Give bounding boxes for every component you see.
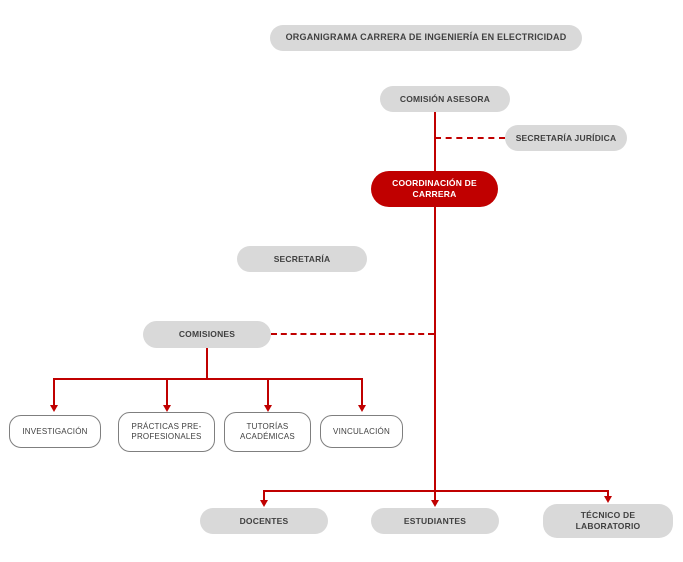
- node-comision-asesora: COMISIÓN ASESORA: [380, 86, 510, 112]
- connector-comisiones-stem: [206, 348, 208, 379]
- node-secretaria: SECRETARÍA: [237, 246, 367, 272]
- connector-drop-investigacion: [53, 378, 55, 405]
- connector-bottom-distribution: [263, 490, 608, 492]
- node-practicas-preprofesionales: PRÁCTICAS PRE-PROFESIONALES: [118, 412, 215, 452]
- connector-drop-docentes: [263, 490, 265, 500]
- node-secretaria-juridica: SECRETARÍA JURÍDICA: [505, 125, 627, 151]
- node-coordinacion-carrera: COORDINACIÓN DE CARRERA: [371, 171, 498, 207]
- node-tutorias-academicas: TUTORÍAS ACADÉMICAS: [224, 412, 311, 452]
- diagram-title: ORGANIGRAMA CARRERA DE INGENIERÍA EN ELE…: [270, 25, 582, 51]
- node-tecnico-laboratorio: TÉCNICO DE LABORATORIO: [543, 504, 673, 538]
- connector-comisiones-distribution: [53, 378, 361, 380]
- connector-drop-estudiantes: [434, 490, 436, 500]
- connector-main-vertical: [434, 112, 436, 490]
- node-vinculacion: VINCULACIÓN: [320, 415, 403, 448]
- connector-arrow-vinculacion: [358, 405, 366, 412]
- connector-arrow-docentes: [260, 500, 268, 507]
- connector-dashed-comisiones: [271, 333, 434, 335]
- connector-drop-tutorias: [267, 378, 269, 405]
- node-investigacion: INVESTIGACIÓN: [9, 415, 101, 448]
- connector-arrow-tutorias: [264, 405, 272, 412]
- connector-drop-practicas: [166, 378, 168, 405]
- connector-drop-tecnico: [607, 490, 609, 496]
- node-estudiantes: ESTUDIANTES: [371, 508, 499, 534]
- node-comisiones: COMISIONES: [143, 321, 271, 348]
- connector-drop-vinculacion: [361, 378, 363, 405]
- connector-arrow-estudiantes: [431, 500, 439, 507]
- connector-dashed-secretaria-juridica: [435, 137, 505, 139]
- connector-arrow-investigacion: [50, 405, 58, 412]
- node-docentes: DOCENTES: [200, 508, 328, 534]
- connector-arrow-tecnico: [604, 496, 612, 503]
- connector-arrow-practicas: [163, 405, 171, 412]
